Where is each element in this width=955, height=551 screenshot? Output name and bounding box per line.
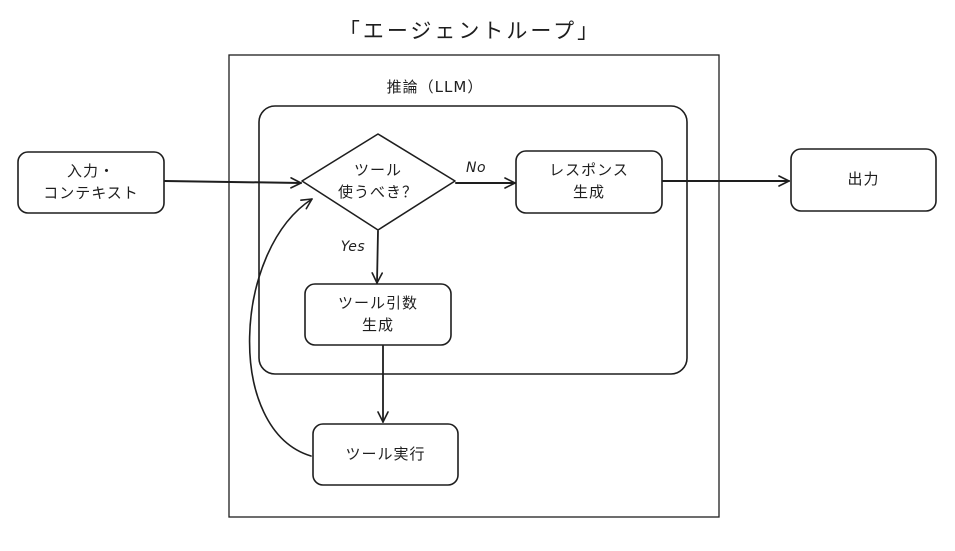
diagram-title: 「エージェントループ」 — [338, 18, 602, 43]
inference-group-label: 推論（LLM） — [386, 78, 484, 97]
edge-label-no: No — [465, 159, 487, 176]
inference-group-frame — [258, 105, 688, 375]
arrow-input-to-decision — [164, 177, 302, 189]
tool-args-node-box — [304, 283, 452, 346]
decision-node-line2: 使うべき？ — [337, 183, 418, 201]
input-node-line2: コンテキスト — [43, 183, 139, 202]
tool-args-node: ツール引数 生成 — [305, 284, 451, 345]
arrow-tool-exec-loop-back — [248, 198, 313, 457]
output-node-box — [790, 148, 937, 212]
arrow-decision-to-tool-args — [371, 230, 383, 284]
agent-loop-frame — [228, 54, 720, 518]
decision-diamond — [301, 133, 456, 231]
decision-node: ツール 使うべき？ — [318, 152, 438, 212]
output-node: 出力 — [847, 170, 880, 189]
tool-exec-node-box — [312, 423, 459, 486]
decision-node-line1: ツール — [353, 161, 402, 180]
response-node-line1: レスポンス — [549, 161, 629, 180]
input-node: 入力・ コンテキスト — [18, 152, 164, 213]
tool-exec-node: ツール実行 — [345, 444, 426, 463]
edge-label-yes: Yes — [340, 238, 366, 255]
input-node-line1: 入力・ — [66, 161, 115, 180]
response-node-box — [515, 150, 663, 214]
response-node-line2: 生成 — [572, 183, 605, 201]
input-node-box — [17, 151, 165, 214]
tool-args-node-line1: ツール引数 — [337, 293, 418, 312]
response-node: レスポンス 生成 — [516, 151, 662, 213]
tool-args-node-line2: 生成 — [361, 315, 394, 334]
